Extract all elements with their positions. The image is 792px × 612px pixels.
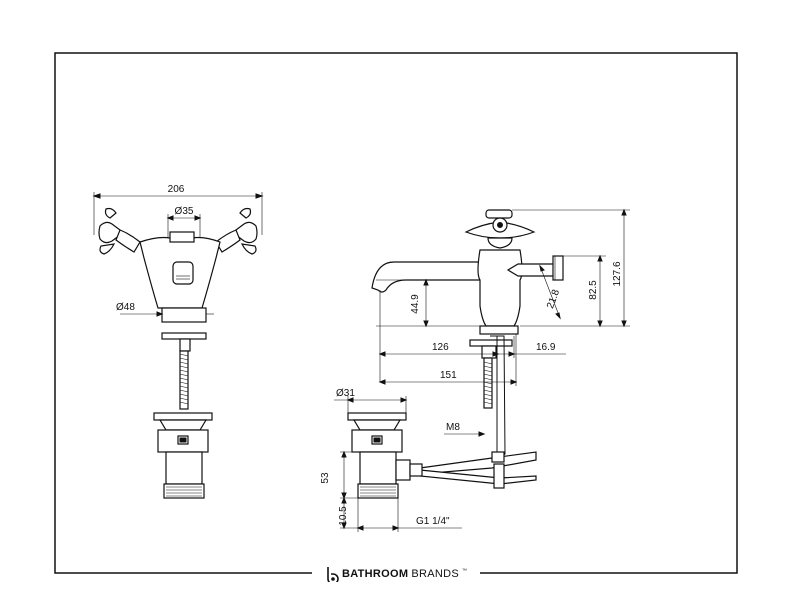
bathroombrands-logo-icon	[327, 567, 339, 582]
front-view: 206 Ø35 Ø48	[92, 184, 264, 499]
threaded-rod	[179, 350, 189, 410]
dim-spout-height: 44.9	[410, 294, 421, 314]
brand-trademark: ™	[462, 568, 467, 574]
dim-body-diameter: Ø35	[175, 206, 194, 217]
front-waste-assembly	[153, 412, 213, 499]
brand-name-bold: BATHROOM	[341, 568, 409, 580]
dim-overall-width: 206	[168, 184, 185, 195]
dim-handle-height: 82.5	[588, 280, 599, 300]
brand-name-light: BRANDS	[411, 568, 459, 580]
dim-overall-height: 127.6	[612, 261, 623, 286]
dim-handle-angle: 21.8	[545, 288, 562, 310]
side-view: Ø31 M8 53 10.5 G1 1/4" 44.9 126	[320, 208, 630, 532]
dim-rod-thread: M8	[446, 422, 460, 433]
left-cross-handle	[98, 207, 141, 255]
side-threaded-rod	[483, 357, 493, 409]
spout-outlet	[172, 261, 194, 285]
dim-overall-depth: 151	[440, 370, 457, 381]
side-waste-assembly	[347, 412, 423, 499]
right-cross-handle	[215, 207, 258, 255]
dim-waste-thread: G1 1/4"	[416, 516, 450, 527]
side-spout	[371, 261, 481, 293]
dim-waste-diameter: Ø31	[336, 388, 355, 399]
dim-spout-projection: 126	[432, 342, 449, 353]
dim-waste-height: 53	[320, 472, 331, 484]
side-body	[477, 249, 523, 327]
dim-base-diameter: Ø48	[116, 302, 135, 313]
side-cross-handle	[464, 209, 536, 249]
dim-thread-length: 10.5	[338, 506, 349, 526]
dim-handle-offset: 16.9	[536, 342, 556, 353]
